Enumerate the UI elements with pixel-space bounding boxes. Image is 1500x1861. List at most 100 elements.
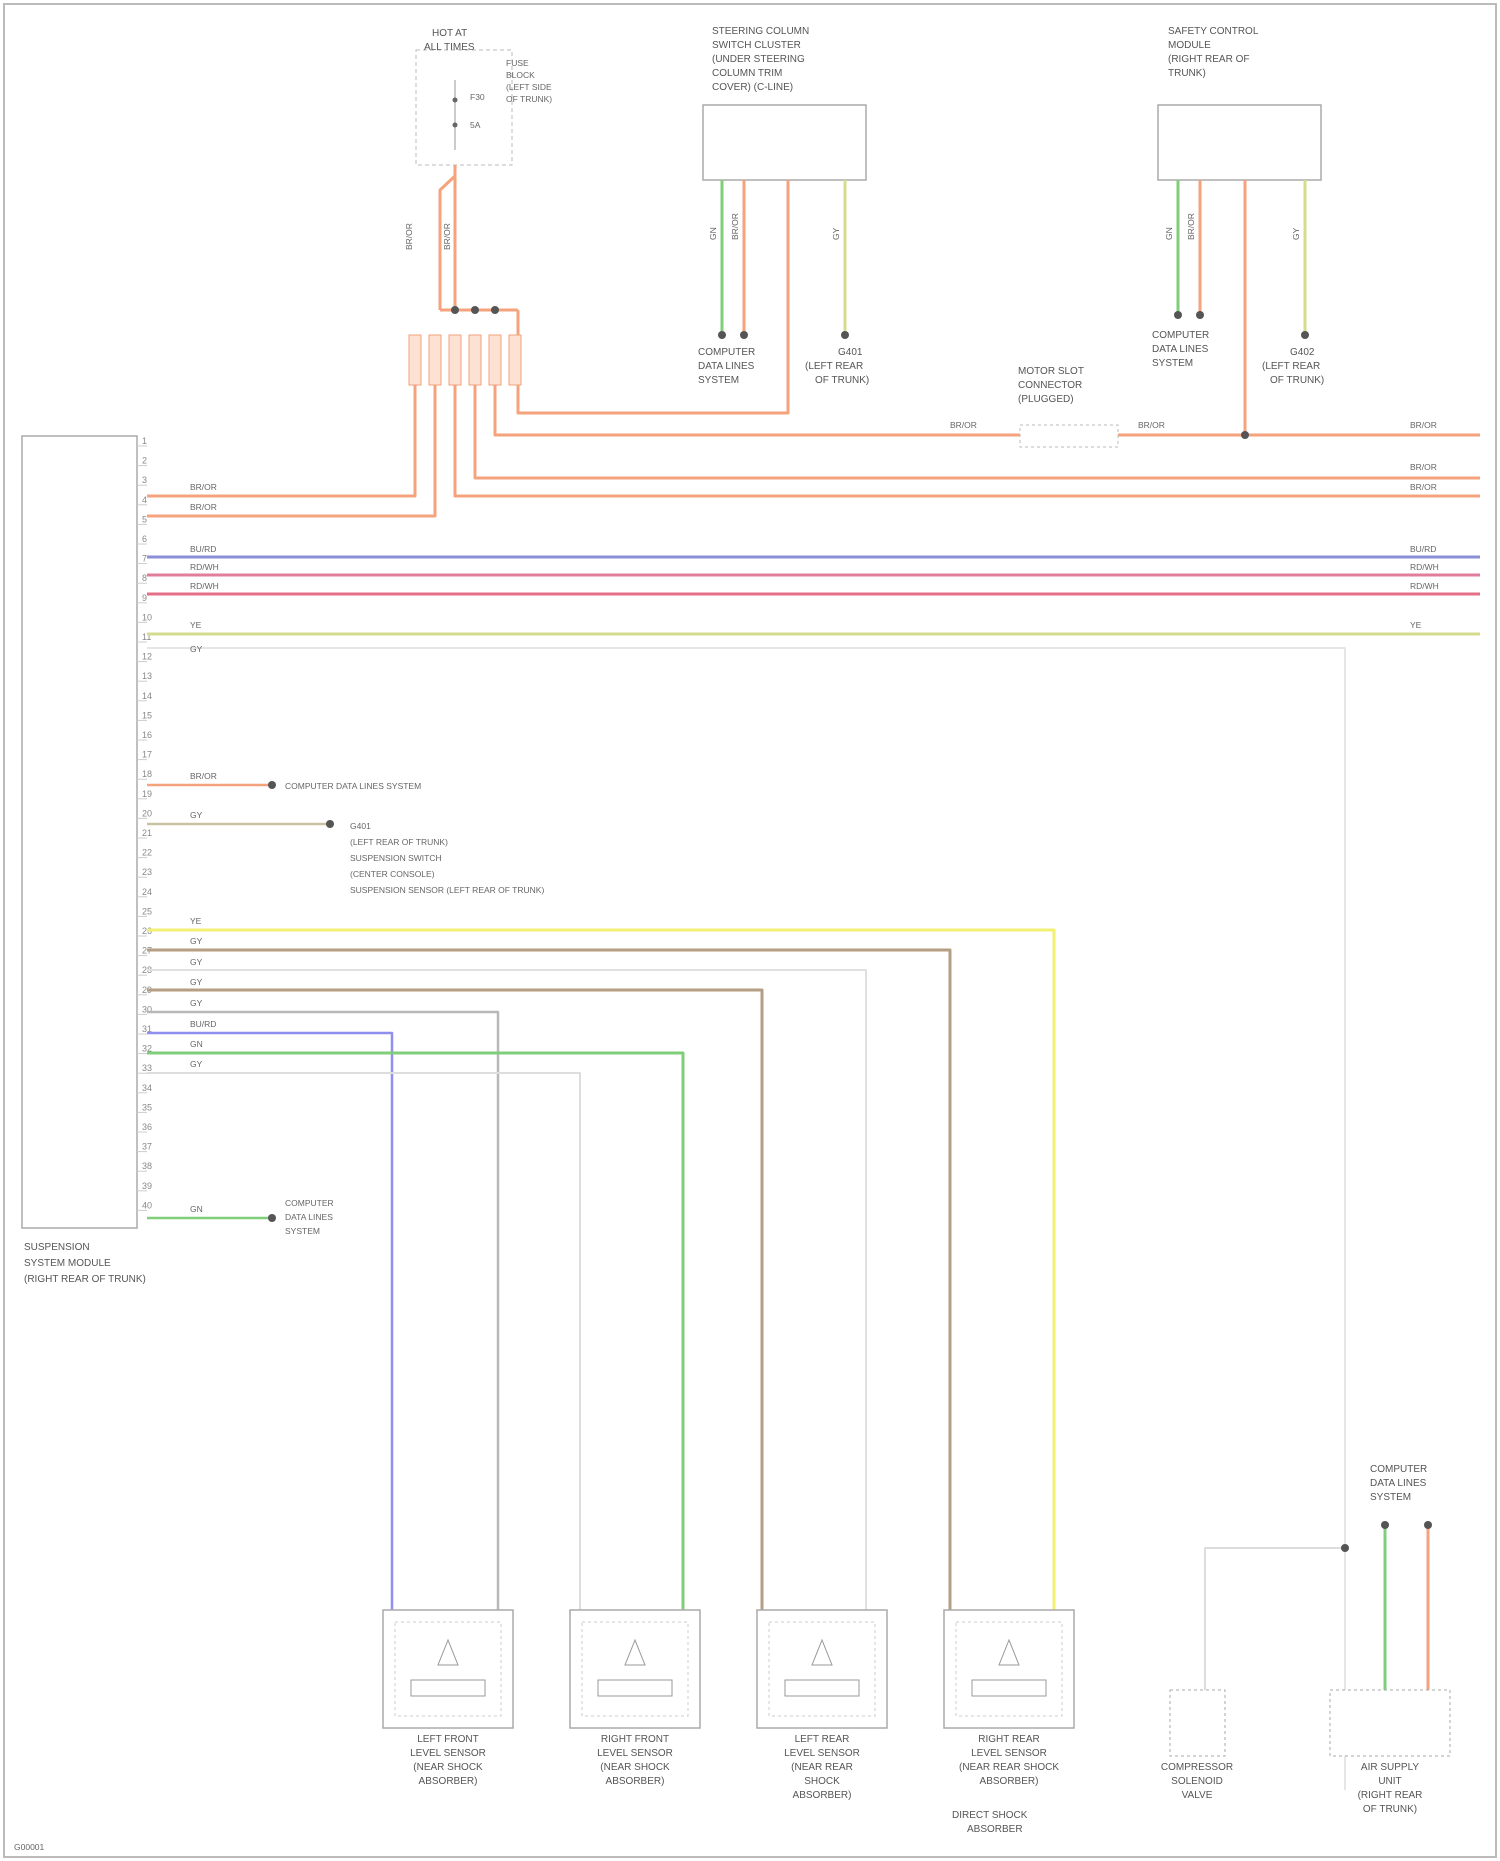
splice-dot-0 [451, 306, 459, 314]
fuse-block-box [416, 50, 512, 165]
fuse-amp: 5A [470, 120, 481, 130]
steering-label-line-4: COLUMN TRIM [712, 68, 782, 79]
module-pin-number: 15 [142, 710, 152, 720]
steering-feed-wire [518, 180, 788, 413]
suspension-module-box [22, 436, 137, 1228]
bottom-component-label: LEFT FRONT [417, 1734, 478, 1745]
data-tag-gray-l: GY [190, 644, 203, 654]
module-pin-number: 6 [142, 534, 147, 544]
sensor-box-3 [944, 1610, 1074, 1728]
air-supply-dot-2 [1424, 1521, 1432, 1529]
module-pin-number: 40 [142, 1200, 152, 1210]
note-switch-line-5: SUSPENSION SENSOR (LEFT REAR OF TRUNK) [350, 885, 544, 895]
bottom-component-label: SOLENOID [1171, 1776, 1223, 1787]
bottom-component-label: (RIGHT REAR [1358, 1790, 1423, 1801]
module-label-line-1: SUSPENSION [24, 1242, 90, 1253]
right-feed-tag-4: BR/OR [1410, 462, 1437, 472]
splice-pin-3 [469, 335, 481, 385]
module-pin-number: 22 [142, 848, 152, 858]
sensor-tan-wire [147, 950, 950, 1610]
steering-label-line-3: (UNDER STEERING [712, 54, 805, 65]
steering-label-line-1: STEERING COLUMN [712, 26, 809, 37]
bottom-component-label: (NEAR REAR SHOCK [959, 1762, 1059, 1773]
splice-pin-0 [409, 335, 421, 385]
steer-tag-2: BR/OR [730, 213, 740, 240]
steer-gnd-2 [740, 331, 748, 339]
ground-label-4-line-2: (LEFT REAR [1262, 361, 1320, 372]
fuse-node-top [453, 98, 458, 103]
module-pin-number: 24 [142, 887, 152, 897]
compressor-box [1170, 1690, 1225, 1756]
bottom-component-label: COMPRESSOR [1161, 1762, 1233, 1773]
module-pin-number: 35 [142, 1102, 152, 1112]
bottom-component-label: RIGHT FRONT [601, 1734, 669, 1745]
safety-label-line-1: SAFETY CONTROL [1168, 26, 1259, 37]
note-switch-dot [326, 820, 334, 828]
sensor-tag-4: GY [190, 977, 203, 987]
ground-label-4-line-1: G402 [1290, 347, 1315, 358]
module-pin-number: 18 [142, 769, 152, 779]
sensor-box-1 [570, 1610, 700, 1728]
safety-tag-2: BR/OR [1186, 213, 1196, 240]
steering-module-box [703, 105, 866, 180]
note-bottom-ground-line-1: COMPUTER [285, 1198, 334, 1208]
safety-tag-3: GY [1291, 227, 1301, 240]
module-label-line-2: SYSTEM MODULE [24, 1258, 111, 1269]
bottom-component-label: LEVEL SENSOR [597, 1748, 673, 1759]
note-bottom-ground-line-2: DATA LINES [285, 1212, 333, 1222]
fuse-sub-line-1: FUSE [506, 58, 529, 68]
data-tag-blue-r: BU/RD [1410, 544, 1436, 554]
splice-connector [409, 335, 521, 385]
bottom-component-label: OF TRUNK) [1363, 1804, 1417, 1815]
note-switch-line-2: (LEFT REAR OF TRUNK) [350, 837, 448, 847]
module-pin-number: 33 [142, 1063, 152, 1073]
fuse-sub-line-3: (LEFT SIDE [506, 82, 552, 92]
note-switch-line-1: G401 [350, 821, 371, 831]
bottom-component-label: SHOCK [804, 1776, 840, 1787]
ground-label-3-line-2: DATA LINES [1152, 344, 1209, 355]
bottom-component-label: AIR SUPPLY [1361, 1762, 1419, 1773]
right-feed-1 [495, 385, 1480, 435]
splice-pin-1 [429, 335, 441, 385]
ground-label-2-line-1: G401 [838, 347, 863, 358]
fuse-id: F30 [470, 92, 485, 102]
ground-label-2-line-3: OF TRUNK) [815, 375, 869, 386]
sensor-violet-wire [147, 1033, 392, 1610]
module-pin-number: 23 [142, 867, 152, 877]
safety-module-box [1158, 105, 1321, 180]
ground-label-3-line-1: COMPUTER [1152, 330, 1209, 341]
note-switch-line-4: (CENTER CONSOLE) [350, 869, 435, 879]
module-pin-number: 2 [142, 456, 147, 466]
module-pin-number: 7 [142, 554, 147, 564]
module-pin-number: 36 [142, 1122, 152, 1132]
fuse-feed-tag-2: BR/OR [442, 223, 452, 250]
bottom-component-label: LEVEL SENSOR [784, 1748, 860, 1759]
data-tag-yg-l: YE [190, 620, 202, 630]
fuse-node-bottom [453, 123, 458, 128]
module-feed-tag-1: BR/OR [190, 482, 217, 492]
splice-pin-5 [509, 335, 521, 385]
sensor-tag-7: GN [190, 1039, 203, 1049]
safety-tag-1: GN [1164, 227, 1174, 240]
module-pin-number: 9 [142, 593, 147, 603]
ground-label-1-line-2: DATA LINES [698, 361, 755, 372]
module-pin-number: 25 [142, 906, 152, 916]
right-feed-tag-2: BR/OR [1138, 420, 1165, 430]
data-tag-blue-l: BU/RD [190, 544, 216, 554]
ground-label-2-line-2: (LEFT REAR [805, 361, 863, 372]
steer-tag-3: GY [831, 227, 841, 240]
splice-pin-4 [489, 335, 501, 385]
sensor-green-wire [147, 1053, 683, 1610]
module-pin-number: 20 [142, 808, 152, 818]
note-switch-tag: GY [190, 810, 203, 820]
ground-label-1-line-3: SYSTEM [698, 375, 739, 386]
ground-label-3-line-3: SYSTEM [1152, 358, 1193, 369]
module-pin-number: 16 [142, 730, 152, 740]
safety-gnd-1 [1174, 311, 1182, 319]
data-tag-red-r: RD/WH [1410, 581, 1439, 591]
data-tag-pink-l: RD/WH [190, 562, 219, 572]
module-pin-number: 34 [142, 1083, 152, 1093]
sensor-tan2-wire [147, 990, 762, 1610]
motor-slot-body [1020, 425, 1118, 447]
